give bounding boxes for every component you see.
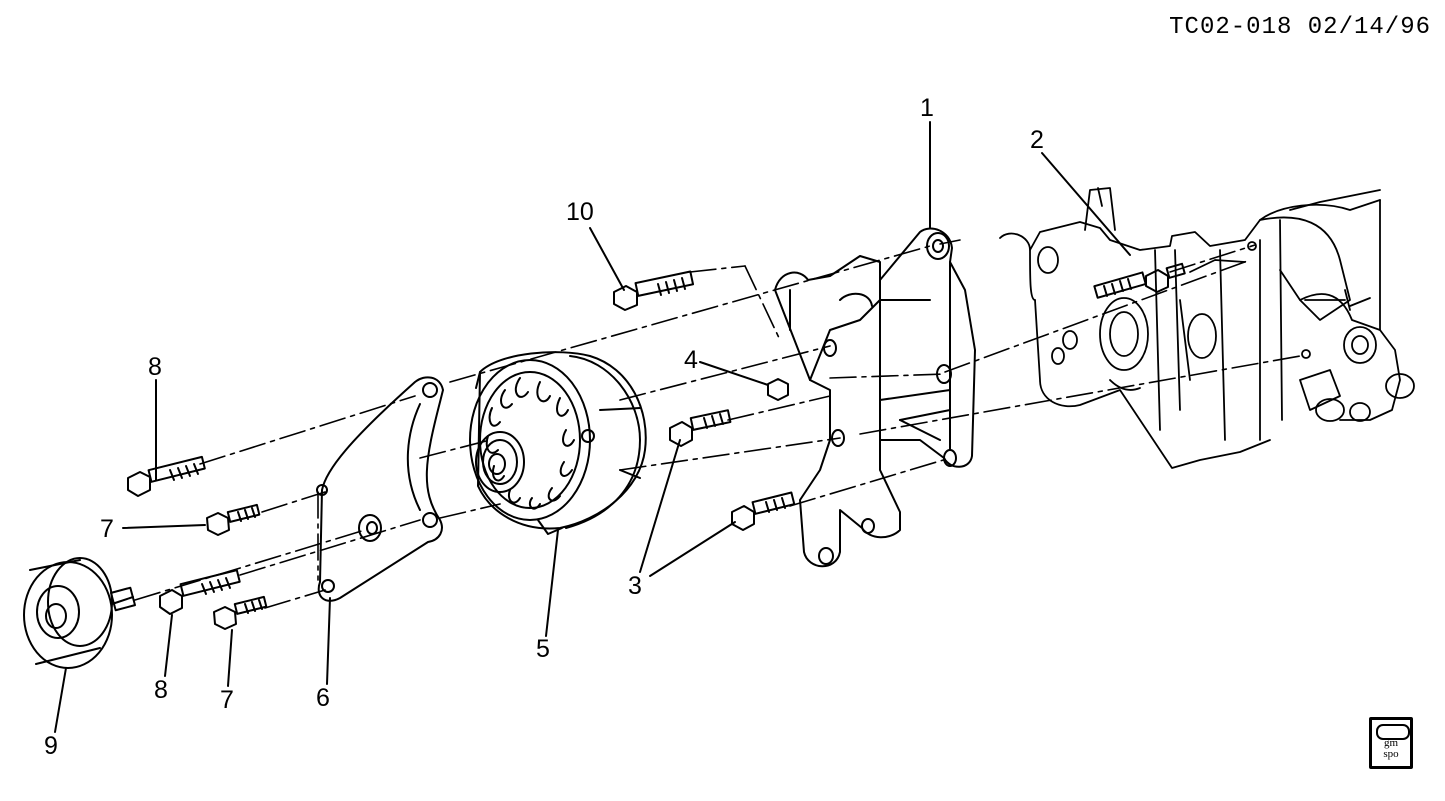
alternator <box>469 351 647 535</box>
bolt-short-lower <box>213 595 268 630</box>
alternator-brace <box>316 376 444 602</box>
gm-spo-logo: gm spo <box>1369 717 1413 769</box>
callout-3-left: 3 <box>628 572 642 600</box>
pulley-idler <box>23 557 136 669</box>
callout-5: 5 <box>536 635 550 663</box>
callout-9: 9 <box>44 732 58 760</box>
callout-7-lower: 7 <box>220 686 234 714</box>
callout-6: 6 <box>316 684 330 712</box>
document-id: TC02-018 02/14/96 <box>1169 14 1431 41</box>
mounting-bracket <box>774 227 976 568</box>
callout-8-upper: 8 <box>148 353 162 381</box>
callout-2: 2 <box>1030 126 1044 154</box>
bolt-bracket-upper <box>669 409 732 447</box>
callout-1: 1 <box>920 94 934 122</box>
callout-8-lower: 8 <box>154 676 168 704</box>
nut <box>767 378 789 401</box>
bolt-top <box>613 270 695 311</box>
bolt-long-upper <box>127 455 206 497</box>
stud <box>1093 262 1186 299</box>
logo-cap-icon <box>1376 724 1410 740</box>
bolt-long-lower <box>159 569 241 615</box>
spacer-sleeve <box>358 514 382 542</box>
callout-4: 4 <box>684 346 698 374</box>
logo-line-1: gm <box>1383 737 1399 749</box>
callout-7-upper: 7 <box>100 515 114 543</box>
engine-block <box>999 187 1415 469</box>
logo-line-2: spo <box>1383 748 1399 760</box>
callout-10: 10 <box>566 198 594 226</box>
bolt-short-upper <box>206 503 261 536</box>
logo-text: gm spo <box>1372 738 1410 760</box>
bolt-bracket-lower <box>731 491 796 531</box>
leader-lines <box>54 121 1131 733</box>
alignment-lines <box>134 239 1301 609</box>
